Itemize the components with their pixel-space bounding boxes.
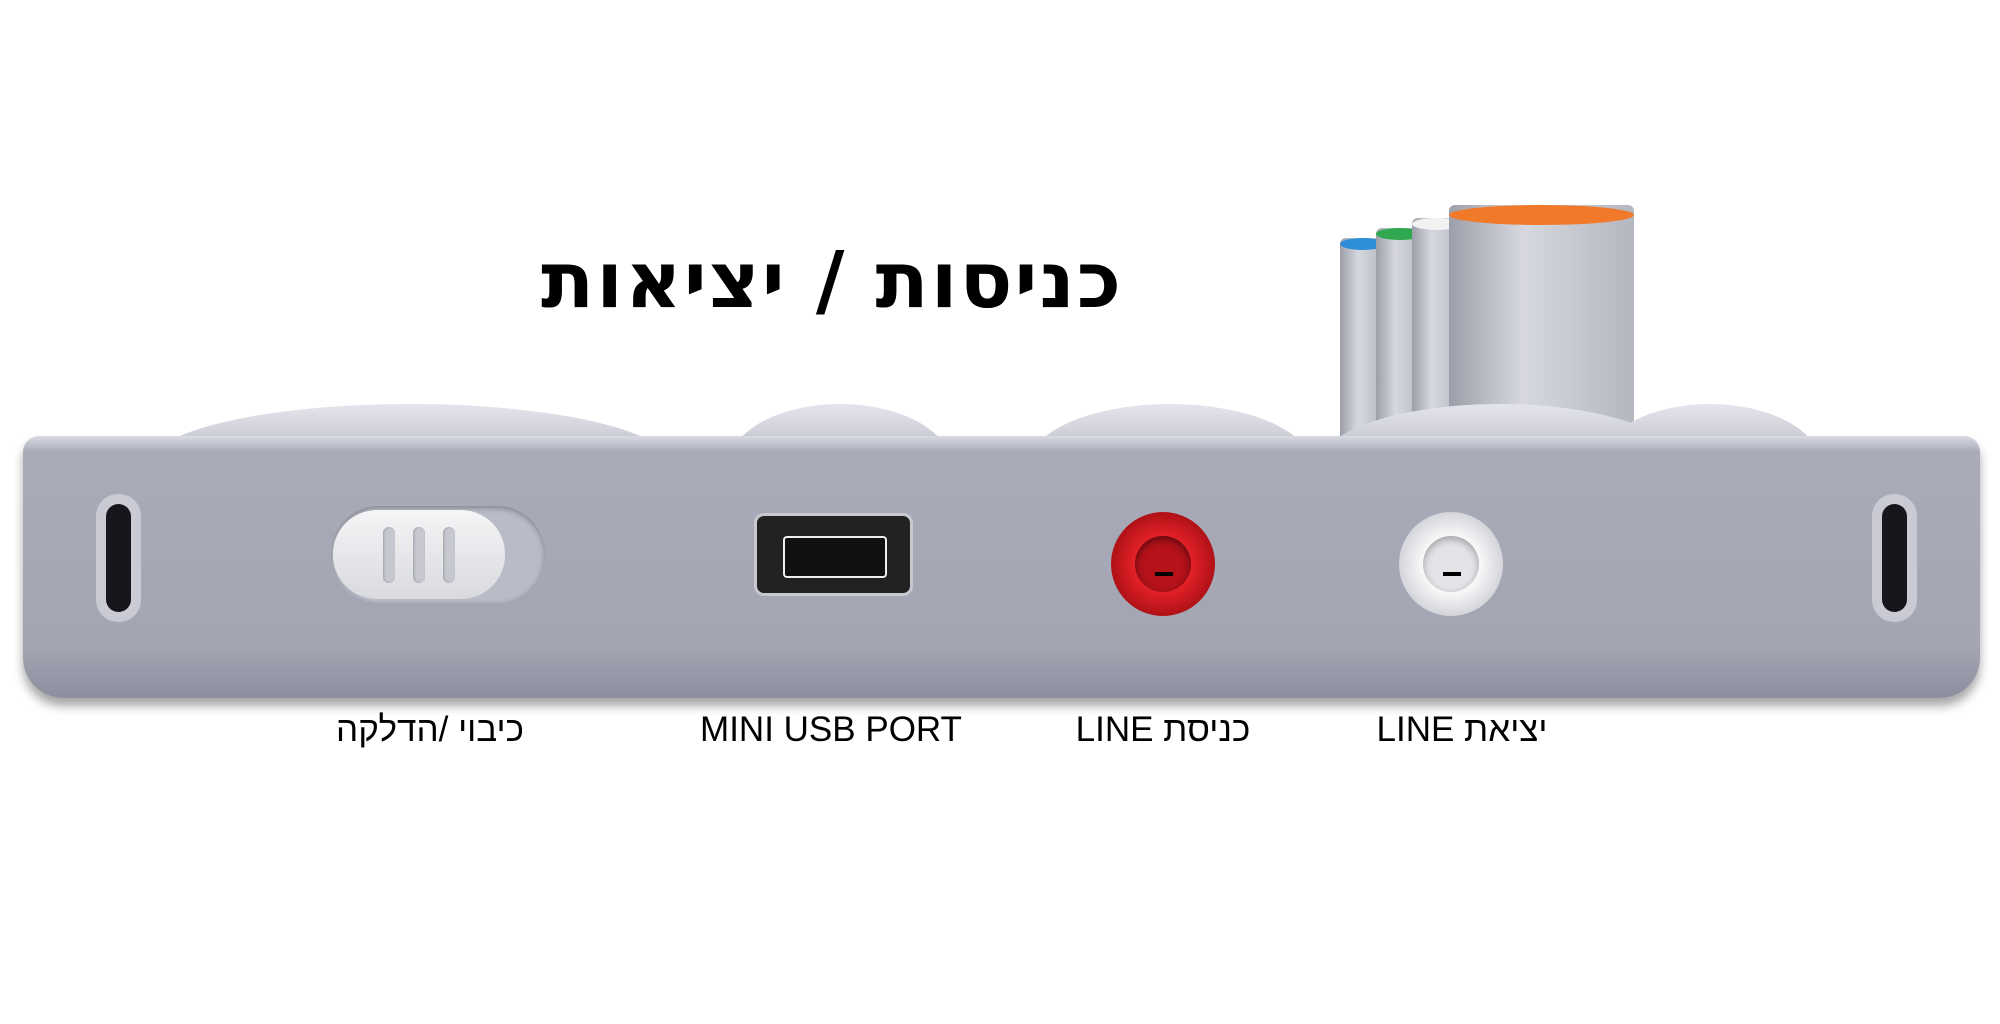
right-vent-slot — [1872, 494, 1917, 622]
line-out-label: יציאת LINE — [1376, 710, 1548, 749]
switch-ridge — [413, 526, 425, 583]
power-switch[interactable] — [333, 510, 505, 599]
power-switch-label: כיבוי /הדלקה — [336, 710, 524, 749]
line-in-label: כניסת LINE — [1075, 710, 1251, 749]
line-out-jack[interactable] — [1399, 512, 1503, 616]
usb-connector-icon — [783, 536, 887, 578]
page-title: כניסות / יציאות — [540, 236, 1124, 326]
line-in-jack[interactable] — [1111, 512, 1215, 616]
orange-knob[interactable] — [1449, 205, 1634, 438]
device-body — [23, 436, 1980, 698]
switch-ridge — [383, 526, 395, 583]
switch-ridge — [443, 526, 455, 583]
usb-port-label: MINI USB PORT — [700, 710, 962, 749]
left-vent-slot — [96, 494, 141, 622]
mini-usb-port[interactable] — [754, 513, 913, 596]
